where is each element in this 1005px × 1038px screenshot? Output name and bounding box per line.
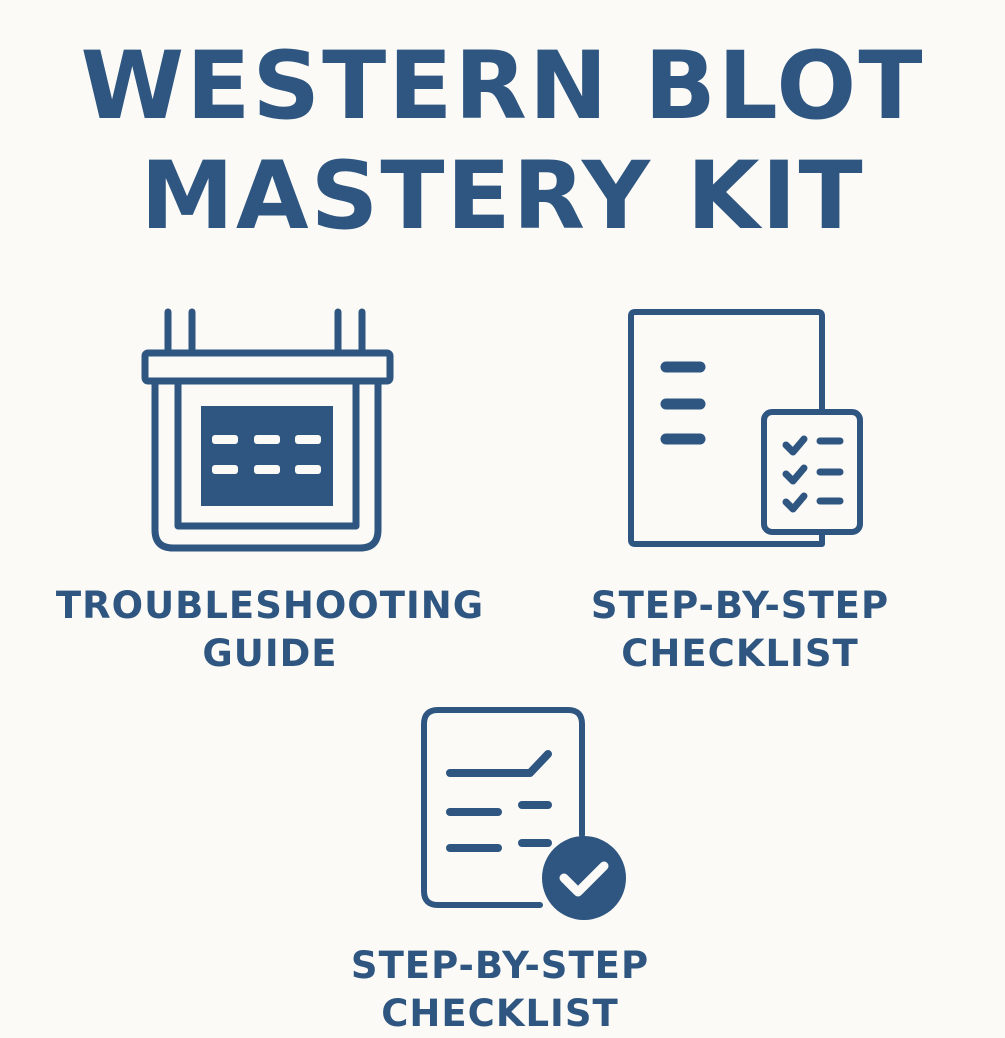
- item-label-line-1: STEP-BY-STEP: [590, 584, 890, 627]
- title-line-2: MASTERY KIT: [140, 142, 865, 251]
- item-label-line-2: CHECKLIST: [381, 992, 619, 1035]
- item-label-line-1: TROUBLESHOOTING: [55, 584, 485, 627]
- item-label-line-2: GUIDE: [202, 632, 338, 675]
- document-checklist-icon: [628, 309, 863, 547]
- item-label-line-2: CHECKLIST: [621, 632, 859, 675]
- title-line-1: WESTERN BLOT: [80, 32, 925, 141]
- gel-cassette-icon: [141, 308, 394, 552]
- document-check-badge-icon: [421, 707, 626, 920]
- item-label-line-1: STEP-BY-STEP: [350, 944, 650, 987]
